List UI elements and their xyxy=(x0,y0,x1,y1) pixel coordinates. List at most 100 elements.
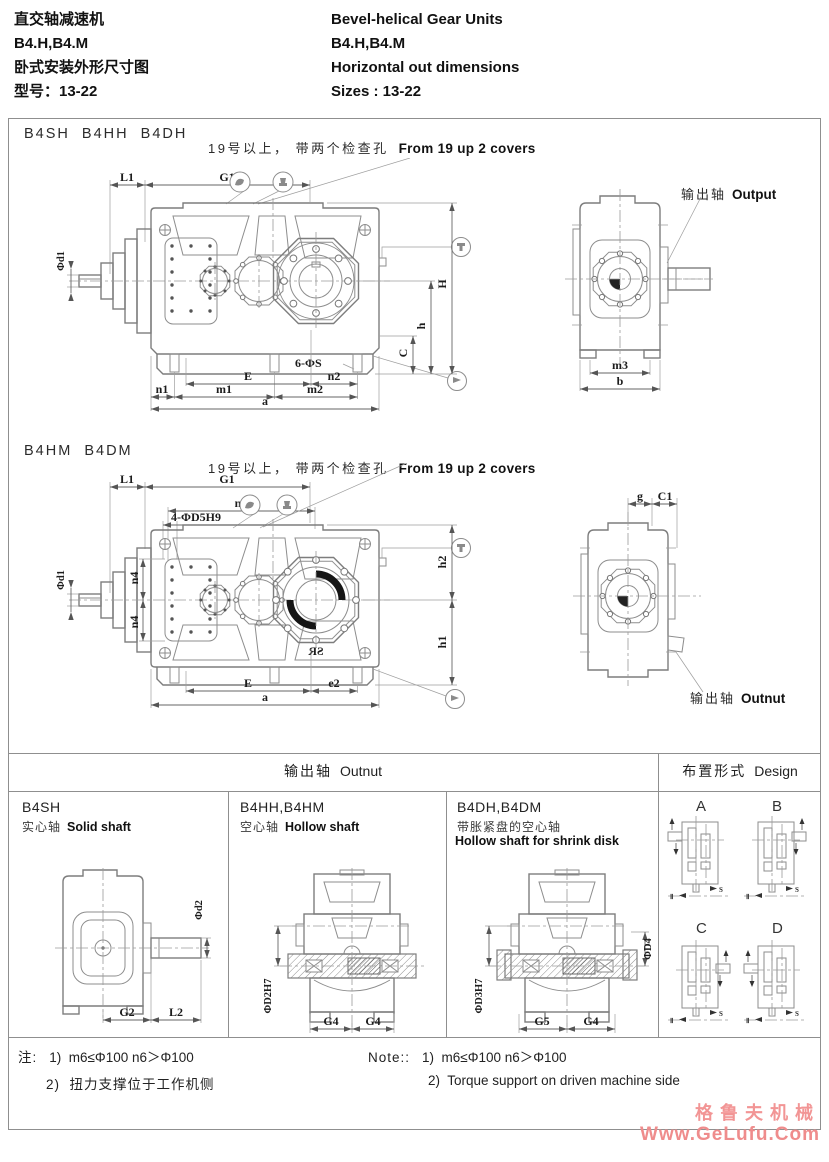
breather-plug-icon xyxy=(232,463,408,529)
dim-n4: n4 n4 xyxy=(127,558,165,642)
dim-G4: G4 G4 xyxy=(309,1014,395,1033)
svg-text:Φd2: Φd2 xyxy=(194,900,205,920)
model-en: B4.H,B4.M xyxy=(331,35,406,52)
svg-text:E: E xyxy=(244,369,252,383)
svg-text:G1: G1 xyxy=(219,472,234,486)
dim-m3-b: m3 b xyxy=(579,358,661,392)
corner-hole-icons xyxy=(159,224,371,236)
section1-note-cn: 19号以上， 带两个检查孔 xyxy=(208,141,389,156)
dim-d1: Φd1 xyxy=(56,570,79,620)
watermark: 格鲁夫机械 Www.GeLufu.Com xyxy=(608,1102,820,1146)
svg-text:e2: e2 xyxy=(328,676,339,690)
subtitle-en: Horizontal out dimensions xyxy=(331,59,520,76)
corner-hole-icons xyxy=(159,538,371,659)
design-label-a: A xyxy=(696,798,707,815)
mounting-feet xyxy=(156,353,374,375)
section2-note: 19号以上， 带两个检查孔 From 19 up 2 covers xyxy=(208,458,536,478)
dim-G2-L2: G2 L2 xyxy=(102,960,202,1023)
svg-text:S: S xyxy=(795,886,799,894)
section2-models: B4HM B4DM xyxy=(24,443,133,459)
section1-models: B4SH B4HH B4DH xyxy=(24,126,188,142)
model-cn: B4.H,B4.M xyxy=(14,35,89,52)
housing-outline xyxy=(150,519,380,668)
svg-text:h1: h1 xyxy=(435,636,449,649)
design-label-b: B xyxy=(772,798,783,815)
design-label-d: D xyxy=(772,920,783,937)
col1-sub-cn: 实心轴 xyxy=(22,820,62,834)
table-header-line xyxy=(8,791,821,792)
page-title-cn: 直交轴减速机 xyxy=(14,11,105,28)
dim-d2: Φd2 xyxy=(194,900,211,959)
note-en-label: Note:: xyxy=(368,1050,411,1065)
col1-sub-en: Solid shaft xyxy=(67,820,131,834)
section1-note-en: From 19 up 2 covers xyxy=(398,141,536,156)
dim-g-C1: g C1 xyxy=(627,489,678,548)
oil-level-plug-icon xyxy=(378,237,471,267)
design-a-drawing: Ⅱ S xyxy=(667,816,728,901)
col1-subtitle: 实心轴 Solid shaft xyxy=(22,818,131,836)
main-border xyxy=(8,118,821,1130)
output-connector xyxy=(667,635,704,693)
hollow-shaft-drawing: ΦD2H7 G4 G4 xyxy=(263,868,424,1033)
small-bore xyxy=(199,262,231,300)
design-b-drawing: Ⅱ S xyxy=(744,816,807,901)
output-flange xyxy=(272,232,360,330)
svg-text:ΦD2H7: ΦD2H7 xyxy=(263,979,274,1014)
svg-text:b: b xyxy=(617,374,624,388)
bottom-dims: E n2 n1 m1 m2 a xyxy=(150,330,380,412)
gearbox-front-view-1: L1 G1 xyxy=(56,158,471,412)
svg-text:n4: n4 xyxy=(127,616,141,629)
dim-h2-h1: h2 h1 xyxy=(327,524,457,686)
design-label-c: C xyxy=(696,920,707,937)
bolt-plate xyxy=(164,558,218,642)
shrink-disk-drawing: ΦD3H7 ΦD4 G5 G4 xyxy=(474,868,653,1033)
col3-title: B4DH,B4DM xyxy=(457,799,542,815)
header-english: Bevel-helical Gear Units B4.H,B4.M Horiz… xyxy=(331,8,519,104)
design-c-drawing: Ⅱ S xyxy=(668,940,731,1025)
mounting-feet xyxy=(156,666,374,686)
svg-text:ΦD4: ΦD4 xyxy=(643,937,653,959)
svg-text:6-ΦS: 6-ΦS xyxy=(295,356,322,370)
note-en-line1: Note::1) m6≤Φ100 n6＞Φ100 xyxy=(368,1046,567,1066)
note-cn-line1: 注:1) m6≤Φ100 n6＞Φ100 xyxy=(18,1046,194,1066)
svg-text:S: S xyxy=(795,1010,799,1018)
col2-sub-cn: 空心轴 xyxy=(240,820,280,834)
svg-text:L2: L2 xyxy=(169,1005,183,1019)
svg-text:G4: G4 xyxy=(583,1014,598,1028)
breather-plug-icon xyxy=(225,158,411,205)
svg-text:a: a xyxy=(262,394,268,408)
solid-shaft xyxy=(150,937,202,959)
mid-bore xyxy=(233,254,285,308)
watermark-url: Www.GeLufu.Com xyxy=(639,1124,820,1145)
section2-note-cn: 19号以上， 带两个检查孔 xyxy=(208,461,389,476)
solid-shaft-drawing: Φd2 G2 L2 xyxy=(55,868,211,1023)
section1-note: 19号以上， 带两个检查孔 From 19 up 2 covers xyxy=(208,138,536,158)
dim-D3H7: ΦD3H7 xyxy=(474,925,519,1014)
svg-text:ΦD3H7: ΦD3H7 xyxy=(474,979,485,1014)
watermark-cn: 格鲁夫机械 xyxy=(695,1103,820,1123)
note-cn-item1: 1) m6≤Φ100 n6＞Φ100 xyxy=(49,1050,194,1065)
svg-text:C1: C1 xyxy=(658,489,673,503)
bottom-dims: E e2 a xyxy=(150,649,380,708)
flange-bolts xyxy=(280,245,352,317)
svg-text:G5: G5 xyxy=(534,1014,549,1028)
note-en-item2: 2) Torque support on driven machine side xyxy=(428,1073,680,1088)
page-title-en: Bevel-helical Gear Units xyxy=(331,11,503,28)
svg-text:G4: G4 xyxy=(365,1014,380,1028)
design-header-en: Design xyxy=(754,763,798,779)
note-en-line2: 2) Torque support on driven machine side xyxy=(428,1073,680,1088)
svg-text:L1: L1 xyxy=(120,472,134,486)
svg-text:h2: h2 xyxy=(435,556,449,569)
svg-text:Ⅱ: Ⅱ xyxy=(670,893,673,901)
svg-text:SR: SR xyxy=(308,644,324,658)
svg-text:H: H xyxy=(435,279,449,289)
output-shaft xyxy=(662,267,713,291)
section2-note-en: From 19 up 2 covers xyxy=(398,461,536,476)
svg-text:4-ΦD5H9: 4-ΦD5H9 xyxy=(171,510,221,524)
svg-text:g: g xyxy=(637,489,643,503)
output-label-cn: 输出轴 xyxy=(690,691,736,706)
col1-line xyxy=(228,791,229,1037)
